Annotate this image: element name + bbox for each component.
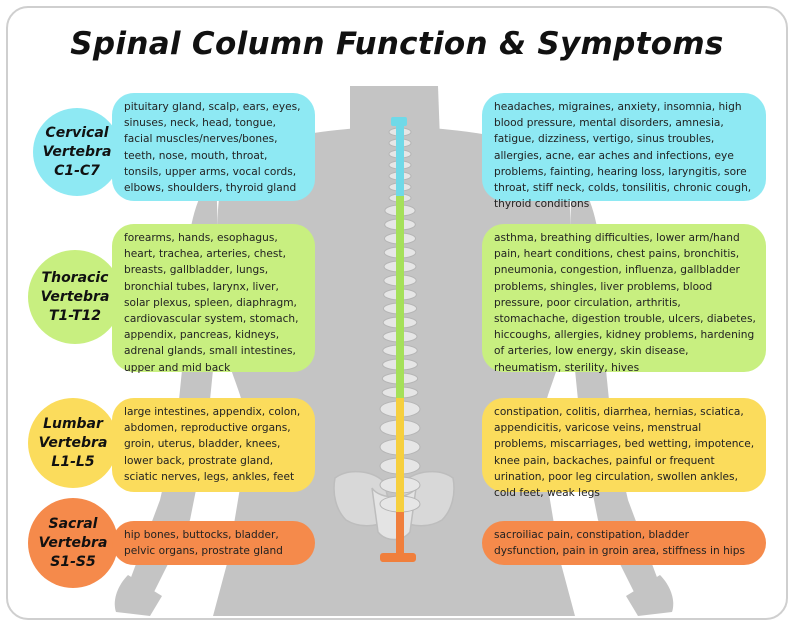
spinal-cord	[380, 117, 416, 562]
region-name: Cervical	[45, 124, 109, 141]
region-label-cervical: Cervical Vertebra C1-C7	[33, 108, 121, 196]
region-range: T1-T12	[48, 307, 102, 324]
symptoms-box-sacral: sacroiliac pain, constipation, bladder d…	[482, 521, 766, 565]
region-type: Vertebra	[38, 534, 108, 551]
spine-segment-lumbar	[396, 398, 404, 512]
functions-box-sacral: hip bones, buttocks, bladder, pelvic org…	[112, 521, 315, 565]
region-type: Vertebra	[38, 434, 108, 451]
pelvis-bone	[333, 470, 455, 541]
page-title: Spinal Column Function & Symptoms	[70, 26, 724, 62]
spine-cap-top	[391, 117, 407, 126]
region-name: Thoracic	[41, 269, 109, 286]
region-label-thoracic: Thoracic Vertebra T1-T12	[28, 250, 122, 344]
spine-segment-sacral	[396, 512, 404, 556]
region-range: C1-C7	[54, 162, 100, 179]
spine-cap-bottom	[380, 553, 416, 562]
region-name: Sacral	[48, 515, 98, 532]
region-name: Lumbar	[43, 415, 103, 432]
symptoms-box-lumbar: constipation, colitis, diarrhea, hernias…	[482, 398, 766, 499]
symptoms-box-thoracic: asthma, breathing difficulties, lower ar…	[482, 224, 766, 374]
region-range: S1-S5	[50, 553, 96, 570]
region-range: L1-L5	[51, 453, 95, 470]
spine-segment-thoracic	[396, 196, 404, 398]
region-label-lumbar: Lumbar Vertebra L1-L5	[28, 398, 118, 488]
spine-segment-cervical	[396, 124, 404, 196]
functions-box-lumbar: large intestines, appendix, colon, abdom…	[112, 398, 315, 492]
functions-box-cervical: pituitary gland, scalp, ears, eyes, sinu…	[112, 93, 315, 201]
functions-box-thoracic: forearms, hands, esophagus, heart, trach…	[112, 224, 315, 374]
region-type: Vertebra	[42, 143, 112, 160]
region-type: Vertebra	[40, 288, 110, 305]
symptoms-box-cervical: headaches, migraines, anxiety, insomnia,…	[482, 93, 766, 210]
region-label-sacral: Sacral Vertebra S1-S5	[28, 498, 118, 588]
